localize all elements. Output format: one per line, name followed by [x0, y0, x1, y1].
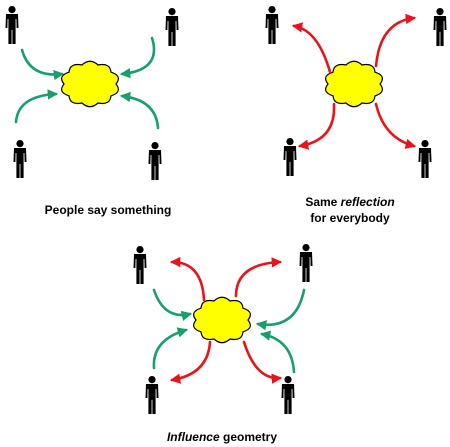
green-arrow-inward [20, 48, 65, 81]
red-arrow-outward [291, 22, 332, 74]
cloud-icon [325, 60, 383, 108]
red-arrow-outward [297, 102, 336, 150]
panel-people-say-something [5, 6, 179, 180]
green-arrow-inward [152, 288, 193, 321]
cloud-icon [61, 60, 119, 108]
red-arrow-outward [374, 102, 417, 149]
caption-influence-geometry: Influence geometry [167, 430, 277, 444]
caption-for-everybody: for everybody [310, 211, 390, 225]
green-arrow-inward [255, 288, 306, 331]
red-arrow-outward [234, 257, 283, 298]
person-icon [299, 244, 313, 282]
caption-people-say-something: People say something [45, 203, 172, 217]
caption-reflection-emphasis: reflection [341, 195, 395, 209]
person-icon [148, 142, 162, 180]
panel-same-reflection [265, 6, 447, 178]
red-arrow-outward [242, 340, 283, 384]
caption-same-reflection: Same reflection [305, 195, 394, 209]
green-arrow-inward [14, 89, 59, 124]
person-icon [281, 376, 295, 414]
green-arrow-inward [119, 36, 156, 79]
person-icon [165, 8, 179, 46]
person-icon [13, 140, 27, 178]
cloud-icon [193, 296, 251, 344]
green-arrow-inward [152, 327, 188, 370]
caption-influence-emphasis: Influence [167, 430, 220, 444]
red-arrow-outward [169, 340, 212, 384]
red-arrow-outward [169, 256, 206, 302]
caption-same-prefix: Same [305, 195, 340, 209]
person-icon [283, 138, 297, 176]
red-arrow-outward [374, 13, 417, 68]
person-icon [265, 6, 279, 44]
caption-geometry-suffix: geometry [220, 430, 278, 444]
green-arrow-inward [259, 330, 296, 374]
person-icon [145, 376, 159, 414]
person-icon [433, 8, 447, 46]
panel-influence-geometry [133, 244, 313, 414]
person-icon [418, 140, 432, 178]
person-icon [133, 246, 147, 284]
green-arrow-inward [119, 91, 160, 130]
person-icon [5, 6, 19, 44]
